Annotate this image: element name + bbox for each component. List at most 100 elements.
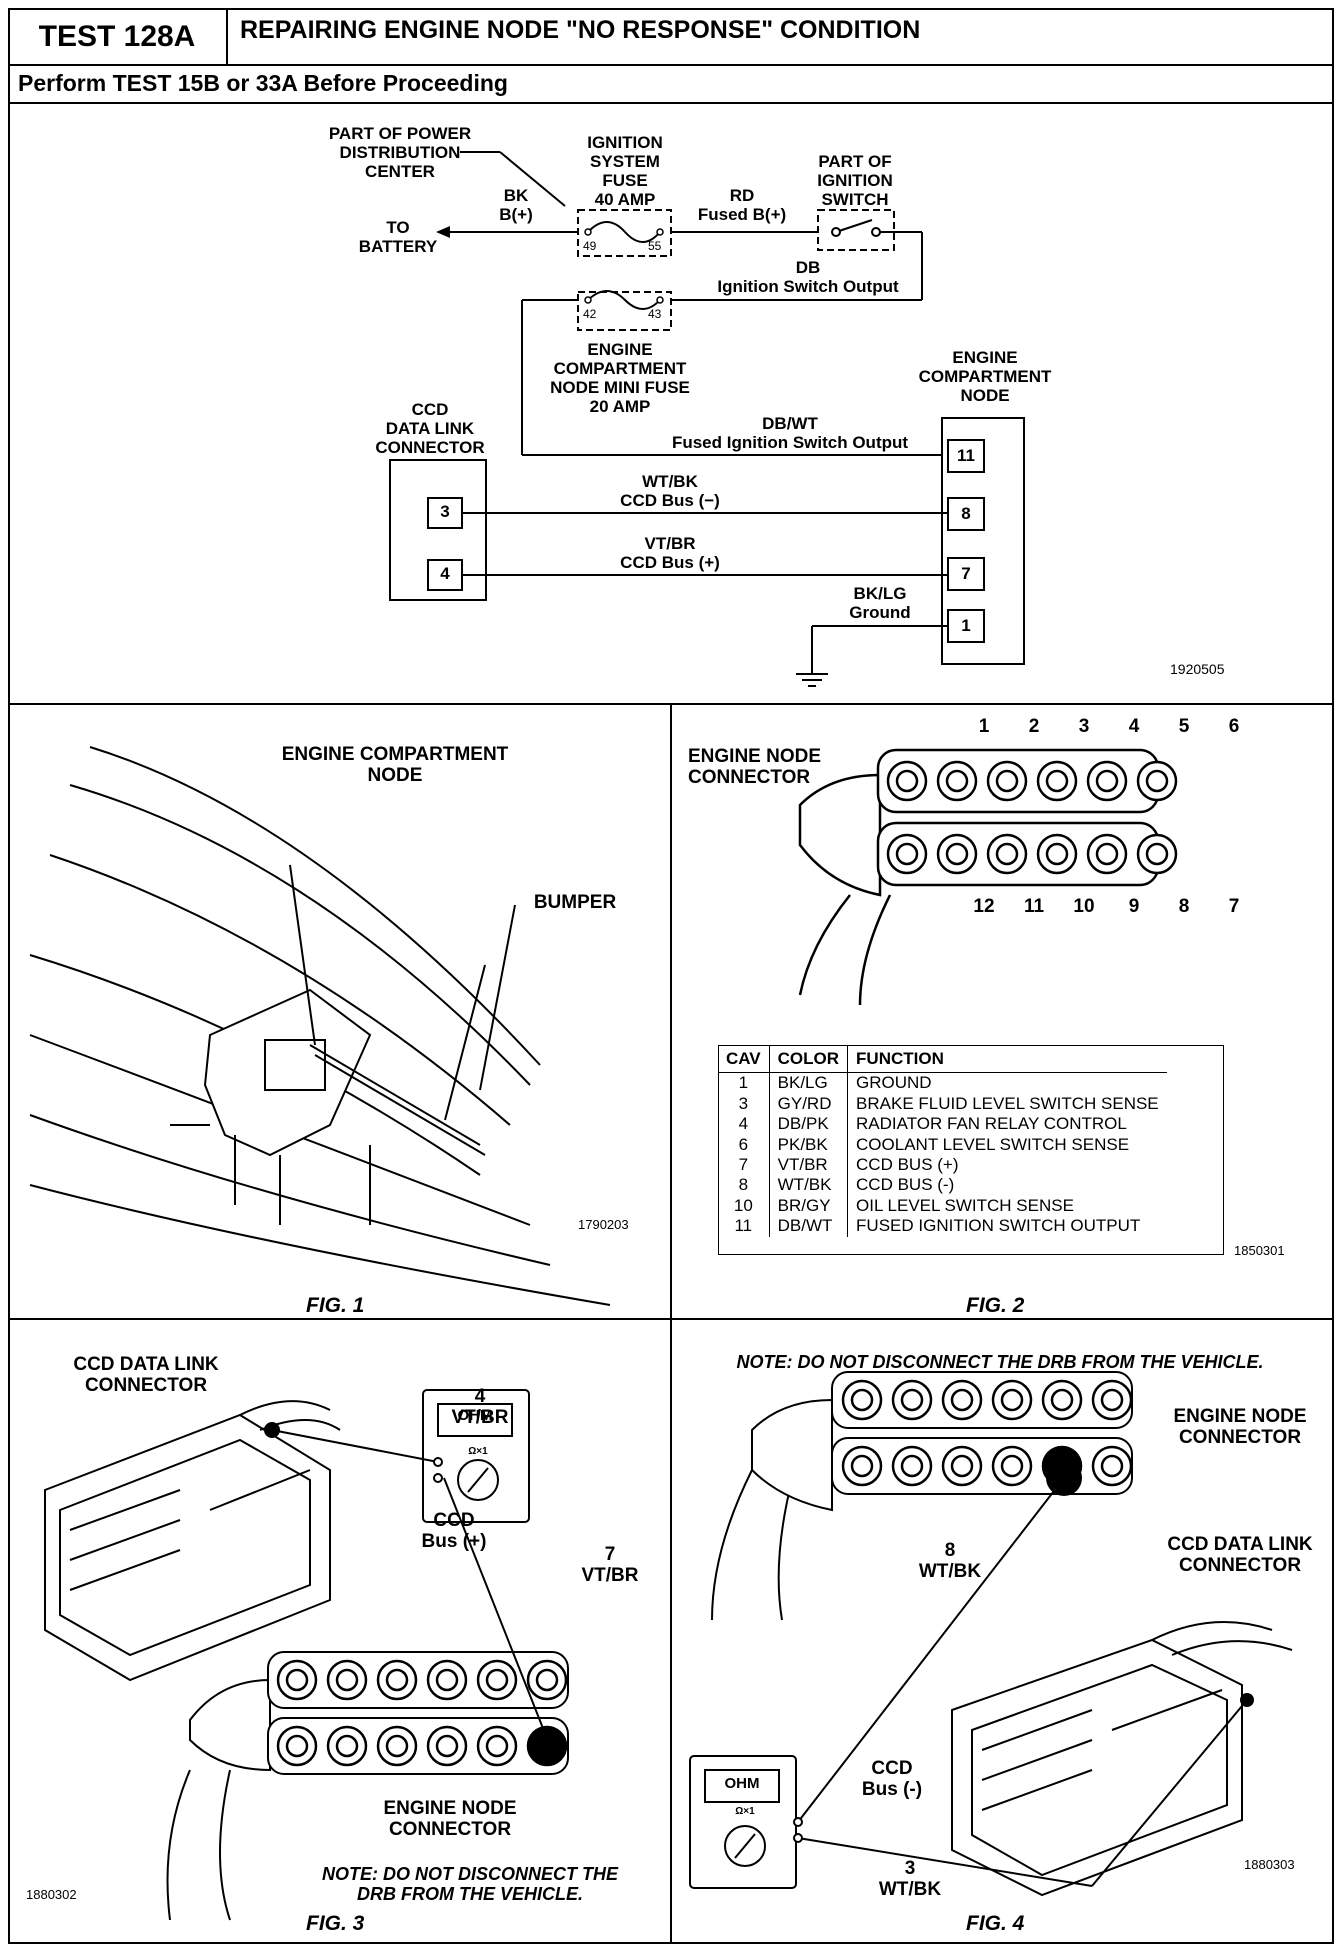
- connector-cavity-inner: [335, 1734, 359, 1758]
- fig3-pin7-label: 7 VT/BR: [581, 1544, 639, 1587]
- fig3-meter-range: Ω×1: [468, 1446, 488, 1457]
- cav-cell: 6: [718, 1134, 770, 1155]
- dbwt-wire-label: DB/WT Fused Ignition Switch Output: [671, 414, 909, 453]
- fig1-caption: FIG. 1: [306, 1294, 365, 1317]
- cav-cell: 8: [718, 1175, 770, 1196]
- fig4-pin8-label: 8 WT/BK: [918, 1540, 982, 1583]
- pin-number-label: 11: [1023, 896, 1045, 917]
- fig4-ccd-label: CCD DATA LINK CONNECTOR: [1167, 1534, 1313, 1577]
- title-divider: [8, 64, 1334, 66]
- connector-cavity-inner: [285, 1734, 309, 1758]
- connector-cavity-inner: [895, 769, 919, 793]
- connector-cavity-inner: [1100, 1388, 1124, 1412]
- connector-cavity-inner: [945, 842, 969, 866]
- fig2-table-border: [718, 1045, 1224, 1255]
- fig2-connector-drawing: [798, 748, 1178, 1006]
- fig3-ref: 1880302: [26, 1887, 77, 1902]
- fig4-ref: 1880303: [1244, 1857, 1295, 1872]
- fig3-connector-label: ENGINE NODE CONNECTOR: [383, 1798, 517, 1841]
- pin-number-label: 9: [1128, 896, 1140, 917]
- color-cell: PK/BK: [769, 1134, 849, 1155]
- color-cell: BK/LG: [769, 1072, 849, 1094]
- rd-wire-label: RD Fused B(+): [697, 186, 787, 225]
- wtbk-wire-label: WT/BK CCD Bus (−): [620, 472, 720, 511]
- fig3-meter-display: OHM: [457, 1407, 493, 1424]
- function-cell: CCD BUS (+): [856, 1154, 959, 1174]
- connector-cavity-inner: [1095, 769, 1119, 793]
- function-cell: CCD BUS (-): [856, 1175, 955, 1195]
- fuse-pin-49: 49: [583, 239, 597, 253]
- mini-fuse-label: ENGINE COMPARTMENT NODE MINI FUSE 20 AMP: [550, 340, 690, 417]
- db-wire-label: DB Ignition Switch Output: [717, 258, 899, 297]
- ignition-fuse-label: IGNITION SYSTEM FUSE 40 AMP: [587, 133, 663, 210]
- connector-cavity-inner: [995, 769, 1019, 793]
- connector-cavity-inner: [895, 842, 919, 866]
- fig3-illustration: [44, 1389, 569, 1921]
- fig1-bumper-label: BUMPER: [533, 892, 617, 913]
- connector-cavity-inner: [1145, 769, 1169, 793]
- fig4-meter-display: OHM: [724, 1775, 760, 1792]
- fig4-connector-label: ENGINE NODE CONNECTOR: [1173, 1406, 1307, 1449]
- connector-cavity-inner: [1100, 1454, 1124, 1478]
- pin-number-label: 4: [1128, 716, 1140, 737]
- fig4-illustration: [689, 1371, 1293, 1897]
- test-number: TEST 128A: [8, 8, 228, 66]
- connector-cavity-inner: [1145, 842, 1169, 866]
- battery-label: TO BATTERY: [358, 218, 438, 257]
- fig2-ref: 1850301: [1234, 1243, 1285, 1258]
- fig2-caption: FIG. 2: [966, 1294, 1025, 1317]
- cav-cell: 4: [718, 1114, 770, 1135]
- cav-cell: 10: [718, 1195, 770, 1217]
- table-header: CAV: [718, 1045, 770, 1074]
- connector-cavity-inner: [945, 769, 969, 793]
- pin-number-label: 7: [1228, 896, 1240, 917]
- fig4-bus-label: CCD Bus (-): [861, 1758, 923, 1801]
- connector-cavity: [526, 1725, 568, 1767]
- fig4-caption: FIG. 4: [966, 1912, 1025, 1935]
- vtbr-wire-label: VT/BR CCD Bus (+): [620, 534, 720, 573]
- connector-cavity-inner: [950, 1388, 974, 1412]
- pin-number-label: 6: [1228, 716, 1240, 737]
- connector-cavity-inner: [385, 1734, 409, 1758]
- connector-cavity-inner: [850, 1454, 874, 1478]
- fuse-pin-55: 55: [648, 239, 662, 253]
- function-cell: COOLANT LEVEL SWITCH SENSE: [856, 1134, 1130, 1154]
- bklg-wire-label: BK/LG Ground: [849, 584, 911, 623]
- connector-cavity-inner: [285, 1668, 309, 1692]
- function-cell: FUSED IGNITION SWITCH OUTPUT: [856, 1216, 1141, 1236]
- pin-number-label: 10: [1073, 896, 1095, 917]
- fuse-pin-43: 43: [648, 307, 662, 321]
- connector-cavity-inner: [385, 1668, 409, 1692]
- connector-cavity-inner: [435, 1668, 459, 1692]
- color-cell: VT/BR: [769, 1154, 849, 1176]
- connector-cavity-inner: [535, 1668, 559, 1692]
- fig1-illustration: [29, 746, 611, 1306]
- fuse-pin-42: 42: [583, 307, 597, 321]
- pin-number-label: 5: [1178, 716, 1190, 737]
- connector-cavity-inner: [485, 1668, 509, 1692]
- connector-cavity-inner: [1045, 769, 1069, 793]
- pin-number-label: 12: [973, 896, 995, 917]
- connector-cavity-inner: [335, 1668, 359, 1692]
- pin-number-label: 2: [1028, 716, 1040, 737]
- function-cell: RADIATOR FAN RELAY CONTROL: [856, 1114, 1127, 1134]
- cav-cell: 1: [718, 1072, 770, 1094]
- node-pin-11: 11: [957, 446, 975, 465]
- page-subtitle: Perform TEST 15B or 33A Before Proceedin…: [18, 70, 508, 96]
- connector-cavity-inner: [995, 842, 1019, 866]
- node-pin-1: 1: [961, 616, 971, 635]
- ccd-pin-3: 3: [440, 502, 450, 521]
- fig4-meter-range: Ω×1: [735, 1806, 755, 1817]
- connector-cavity: [1041, 1445, 1083, 1487]
- fig3-ccd-label: CCD DATA LINK CONNECTOR: [73, 1354, 219, 1397]
- cav-cell: 3: [718, 1093, 770, 1115]
- connector-cavity-inner: [1000, 1388, 1024, 1412]
- fig1-node-label: ENGINE COMPARTMENT NODE: [281, 744, 509, 787]
- wiring-schematic: [389, 151, 1025, 687]
